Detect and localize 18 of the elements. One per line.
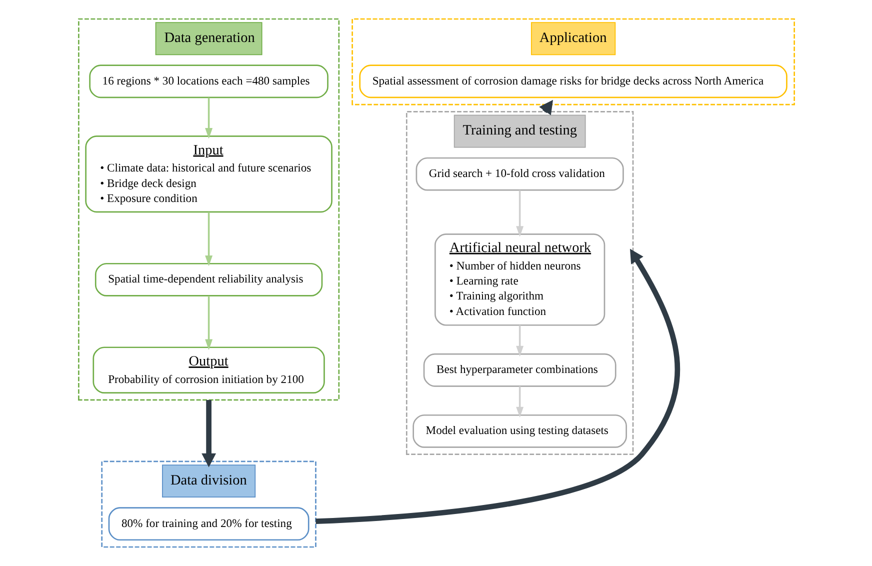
node-box: Best hyperparameter combinations bbox=[422, 353, 616, 387]
node-box: Input • Climate data: historical and future scenarios • Bridge deck design • Exposure condition bbox=[84, 136, 332, 213]
node-box: Spatial assessment of corrosion damage risks for bridge decks across North America bbox=[358, 64, 787, 98]
node-box: Spatial time-dependent reliability analysis bbox=[94, 262, 322, 296]
node-box: 80% for training and 20% for testing bbox=[108, 507, 309, 541]
node-box: Artificial neural network • Number of hidden neurons • Learning rate • Training algorithm • Activation function bbox=[434, 234, 605, 326]
node-box: 16 regions * 30 locations each =480 samples bbox=[88, 64, 328, 98]
arrow bbox=[315, 248, 680, 524]
arrow bbox=[516, 190, 524, 237]
arrow bbox=[204, 98, 212, 139]
node-box: Output Probability of corrosion initiation by 2100 bbox=[92, 346, 324, 394]
arrow bbox=[201, 400, 216, 468]
node-box: Grid search + 10-fold cross validation bbox=[415, 157, 624, 191]
arrow bbox=[516, 325, 524, 357]
arrow bbox=[204, 212, 212, 266]
node-box: Model evaluation using testing datasets bbox=[412, 414, 626, 448]
arrow bbox=[516, 386, 524, 418]
arrow bbox=[204, 296, 212, 350]
